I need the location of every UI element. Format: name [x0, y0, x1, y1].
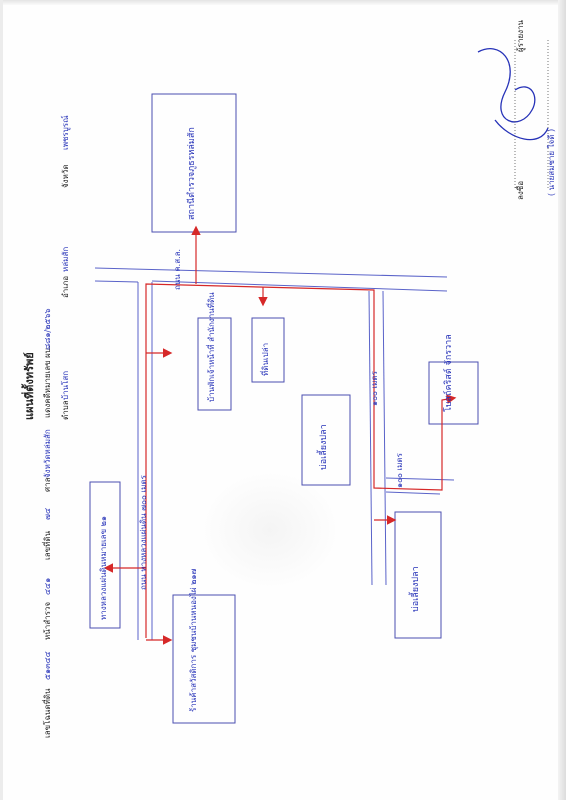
- case-value: ๘๘๑/๒๕๖๖: [43, 308, 52, 350]
- label-church: โบสถ์คริสต์ จักรวาล: [444, 334, 454, 412]
- box-left-school: [172, 594, 236, 724]
- land-no-value: ๗๔: [43, 507, 52, 520]
- label-shop-b: บ้านพักเจ้าหน้าที่ สำนักงานที่ดิน: [207, 292, 216, 402]
- label-road-lower: ๑๐๐ เมตร: [395, 453, 404, 488]
- box-left-label: [89, 481, 121, 629]
- scan-bleed-through: [200, 470, 340, 590]
- road-lower-h2: [385, 491, 441, 495]
- deed-value: ๕๑๓๔๔: [43, 651, 52, 680]
- page-heading: แผนที่ตั้งทรัพย์: [23, 352, 36, 420]
- road-right-v2: [382, 290, 387, 586]
- province-label: จังหวัด: [61, 164, 70, 188]
- route-red-main: [145, 283, 457, 638]
- district-label: อำเภอ: [61, 275, 70, 298]
- reporter-label: ผู้รายงาน: [516, 19, 525, 52]
- survey-page-label: หน้าสำรวจ: [43, 601, 52, 640]
- sign-label: ลงชื่อ: [516, 180, 525, 200]
- printed-name: ( นายสมชาย ใจดี ): [547, 128, 556, 196]
- label-pond-lower: บ่อเลี้ยงปลา: [411, 566, 421, 612]
- district-value: หล่มสัก: [61, 246, 70, 272]
- scan-right-edge: [558, 0, 566, 800]
- box-pond-lower: [394, 511, 442, 639]
- case-label: แดงคดีหมายเลข ผบ.: [43, 345, 52, 419]
- box-shop-b: [197, 317, 232, 411]
- box-pond-center: [301, 394, 351, 486]
- label-road-main: ถนน ทางหลวงแผ่นดิน ๗๐๐ เมตร: [139, 475, 148, 590]
- box-church: [428, 361, 479, 425]
- road-lower-h1: [385, 477, 455, 481]
- road-top-line-1: [94, 267, 448, 278]
- road-right-v1: [368, 290, 373, 586]
- province-value: เพชรบูรณ์: [61, 115, 70, 150]
- court-value: จังหวัดหล่มสัก: [43, 429, 52, 478]
- label-road-right: ๑๐๐ เมตร: [370, 371, 379, 406]
- label-road-top: ถนน ค.ส.ล.: [173, 248, 182, 290]
- label-pond-center: บ่อเลี้ยงปลา: [319, 424, 329, 470]
- box-shop-a: [251, 317, 285, 383]
- signature-scribble: [477, 48, 549, 141]
- court-label: ศาล: [43, 477, 52, 492]
- subdistrict-value: บ้านโสก: [61, 370, 70, 400]
- land-no-label: เลขที่ดิน: [43, 530, 52, 560]
- subdistrict-label: ตำบล: [61, 400, 70, 420]
- label-top-right-box: สถานีตำรวจภูธรหล่มสัก: [187, 127, 197, 220]
- deed-label: เลขโฉนดที่ดิน: [43, 688, 52, 738]
- road-top-line-2: [151, 280, 448, 292]
- road-top-line-left: [94, 280, 139, 283]
- label-left-school: ร้านค้าสวัสดิการ ชุมชนบ้านหนองไผ่ ๒๑๗: [189, 568, 198, 712]
- label-left-box: ทางหลวงแผ่นดินหมายเลข ๒๑: [99, 516, 108, 620]
- survey-page-value: ๔๔๑: [43, 577, 52, 595]
- scan-left-edge: [0, 0, 3, 800]
- label-shop-a: ที่ดินเปล่า: [261, 342, 270, 376]
- scan-top-strip: [0, 0, 566, 5]
